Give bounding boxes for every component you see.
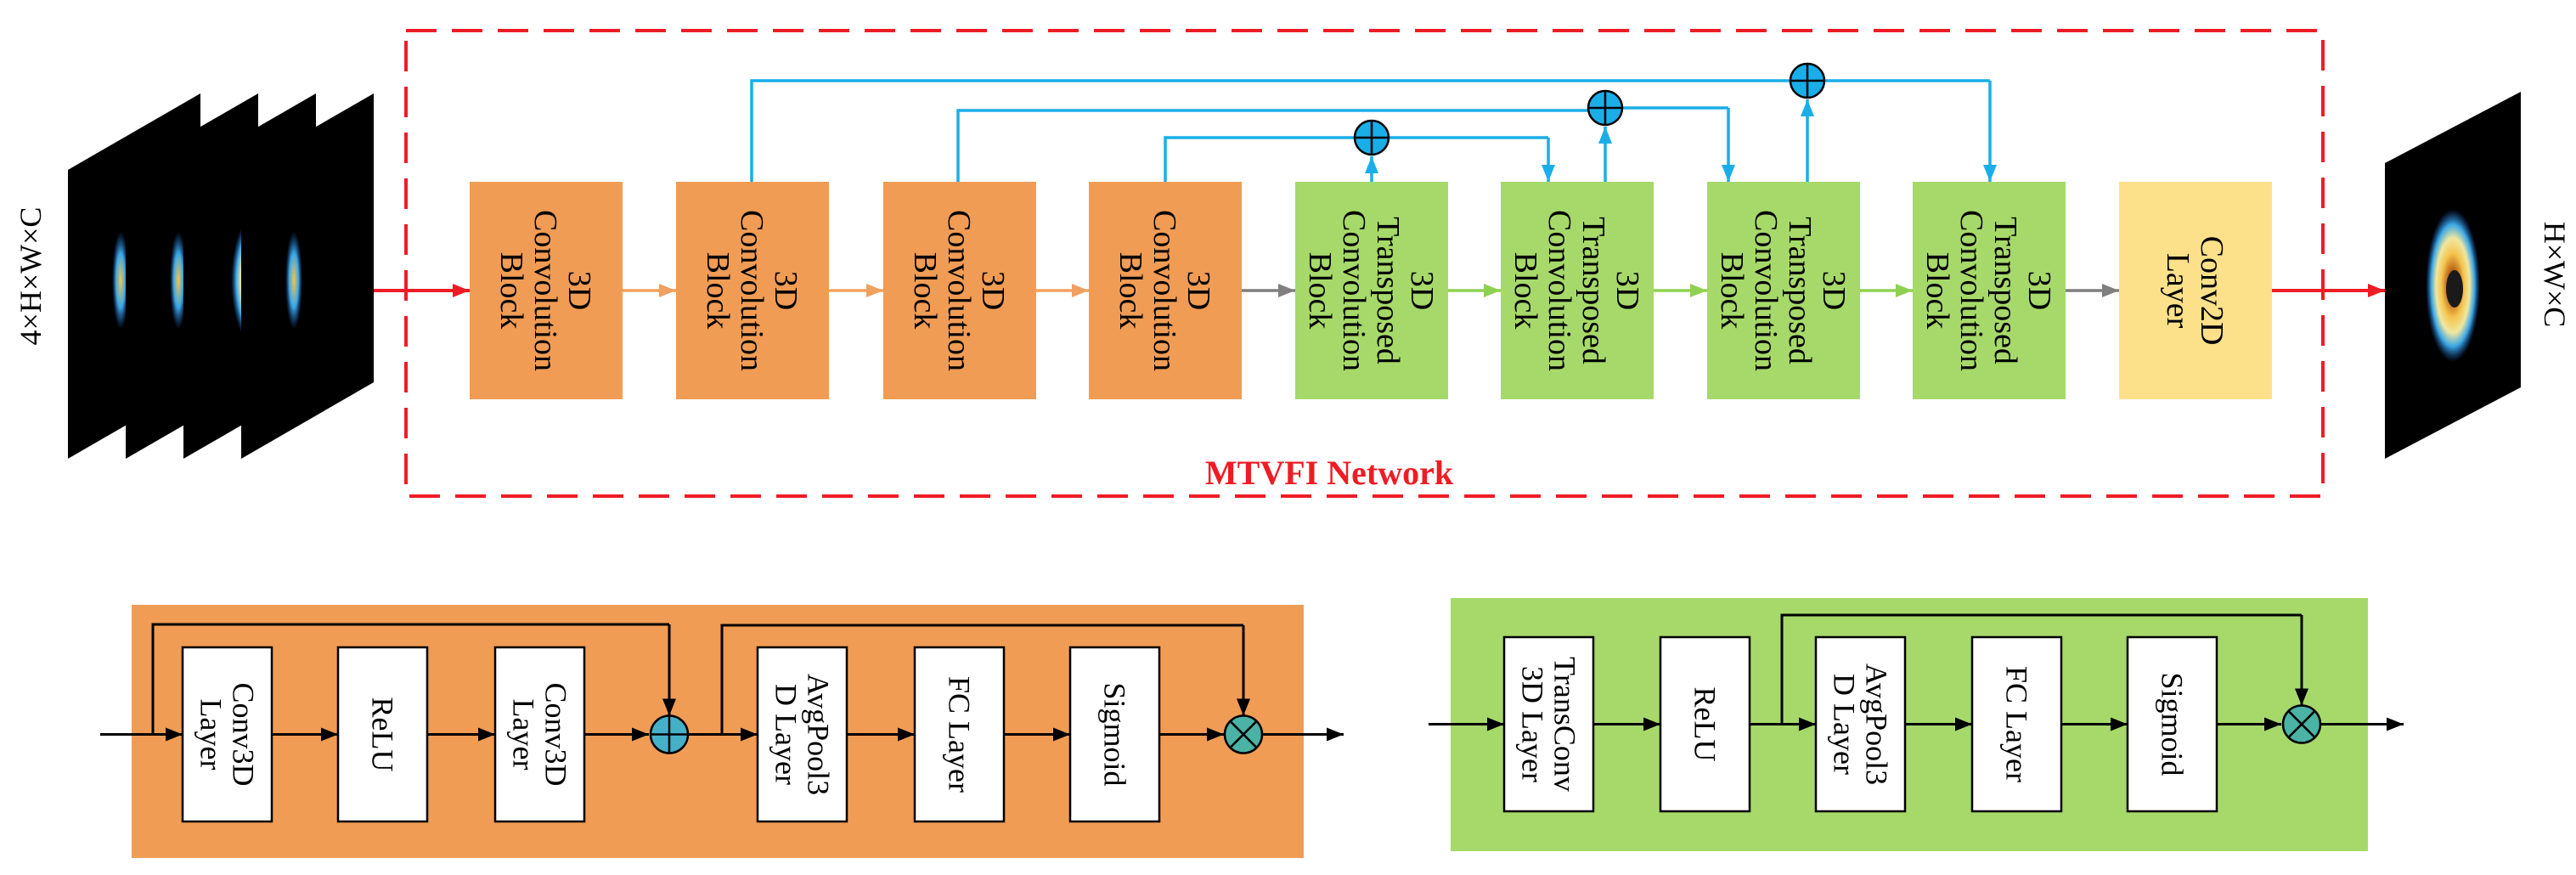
main-pipeline: 3DConvolutionBlock 3DConvolutionBlock 3DCo… bbox=[470, 182, 2272, 399]
detail-arrow bbox=[847, 727, 915, 742]
skip-up-arrow bbox=[1598, 127, 1612, 182]
conv4-block: 3DConvolutionBlock bbox=[1089, 182, 1242, 399]
input-frame bbox=[241, 93, 374, 459]
detail-arrow bbox=[584, 727, 649, 742]
conv3d-b-layer-box: Conv3DLayer bbox=[493, 646, 586, 823]
input-dimension-label: 4×H×W×C bbox=[14, 207, 48, 346]
detail-arrow bbox=[2061, 717, 2128, 731]
sigmoid-label: Sigmoid bbox=[1097, 682, 1131, 786]
conv1-block: 3DConvolutionBlock bbox=[470, 182, 623, 399]
fc-layer-box: FC Layer bbox=[1970, 635, 2063, 813]
skip-down-arrow bbox=[1983, 81, 1997, 182]
conv2-label: 3DConvolutionBlock bbox=[700, 210, 803, 371]
skip-sum-node bbox=[1587, 89, 1624, 127]
tconv1-label: 3DTransposedConvolutionBlock bbox=[1302, 210, 1440, 371]
pipeline-arrow bbox=[1242, 284, 1295, 297]
avgpool-layer-box: AvgPool3D Layer bbox=[1814, 635, 1907, 813]
sigmoid-layer-box: Sigmoid bbox=[1068, 646, 1161, 823]
tconv4-label: 3DTransposedConvolutionBlock bbox=[1919, 210, 2057, 371]
transposed-block-detail: TransConv3D Layer ReLU AvgPool3D Layer FC L… bbox=[1429, 613, 2404, 813]
input-frame-stack bbox=[68, 93, 374, 459]
pipeline-arrow bbox=[1654, 284, 1707, 297]
residual-sum-node bbox=[649, 714, 690, 754]
fc-layer-box: FC Layer bbox=[913, 646, 1006, 823]
main-pipeline-arrows bbox=[374, 284, 2385, 297]
avgpool-layer-box: AvgPool3D Layer bbox=[756, 646, 848, 823]
skip-up-arrow bbox=[1801, 99, 1814, 182]
detail-arrow bbox=[1004, 727, 1070, 742]
sigmoid-layer-box: Sigmoid bbox=[2126, 635, 2218, 813]
pipeline-arrow bbox=[1860, 284, 1913, 297]
transconv-label: TransConv3D Layer bbox=[1515, 657, 1581, 792]
conv1-label: 3DConvolutionBlock bbox=[493, 210, 597, 371]
detail-input-arrow bbox=[100, 727, 183, 742]
conv4-label: 3DConvolutionBlock bbox=[1113, 210, 1216, 371]
conv3d-a-layer-box: Conv3DLayer bbox=[181, 646, 273, 823]
sigmoid-label: Sigmoid bbox=[2155, 672, 2189, 776]
tconv3-block: 3DTransposedConvolutionBlock bbox=[1707, 182, 1860, 399]
output-dimension-label: H×W×C bbox=[2538, 222, 2572, 328]
relu-layer-box: ReLU bbox=[1659, 635, 1751, 813]
relu-label: ReLU bbox=[1688, 687, 1722, 762]
convolution-block-detail: Conv3DLayer ReLU Conv3DLayer AvgPool3D Laye… bbox=[100, 623, 1344, 823]
conv2-block: 3DConvolutionBlock bbox=[676, 182, 829, 399]
tconv2-label: 3DTransposedConvolutionBlock bbox=[1508, 210, 1645, 371]
conv3-block: 3DConvolutionBlock bbox=[883, 182, 1036, 399]
detail-arrow bbox=[1905, 717, 1972, 731]
tconv4-block: 3DTransposedConvolutionBlock bbox=[1913, 182, 2066, 399]
detail-arrow bbox=[427, 727, 495, 742]
detail-arrow bbox=[1593, 717, 1660, 731]
pipeline-arrow bbox=[2066, 284, 2119, 297]
pipeline-arrow bbox=[623, 284, 676, 297]
fc-label: FC Layer bbox=[942, 676, 976, 793]
output-frame bbox=[2385, 92, 2521, 459]
skip-down-arrow bbox=[1722, 108, 1735, 182]
attention-product-node bbox=[1223, 714, 1264, 754]
skip-down-arrow bbox=[1542, 138, 1555, 182]
transconv-layer-box: TransConv3D Layer bbox=[1502, 635, 1595, 813]
skip-sum-node bbox=[1353, 119, 1390, 156]
detail-arrow bbox=[1159, 727, 1224, 742]
skip-up-arrow bbox=[1365, 156, 1378, 182]
avgpool-label: AvgPool3D Layer bbox=[1827, 663, 1893, 785]
residual-arrow bbox=[662, 624, 676, 716]
tconv1-block: 3DTransposedConvolutionBlock bbox=[1295, 182, 1448, 399]
conv3-label: 3DConvolutionBlock bbox=[907, 210, 1011, 371]
detail-input-arrow bbox=[1429, 717, 1504, 731]
attention-skip-arrow bbox=[2295, 615, 2308, 706]
pipeline-arrow bbox=[1036, 284, 1089, 297]
pipeline-arrow bbox=[829, 284, 883, 297]
output-arrow bbox=[2272, 284, 2385, 297]
detail-arrow bbox=[2217, 717, 2281, 731]
detail-output-arrow bbox=[2320, 717, 2404, 731]
detail-output-arrow bbox=[1262, 727, 1344, 742]
pipeline-arrow bbox=[1448, 284, 1501, 297]
relu-layer-box: ReLU bbox=[336, 646, 429, 823]
skip-connections bbox=[750, 62, 1997, 182]
avgpool-label: AvgPool3D Layer bbox=[769, 674, 835, 795]
tconv3-label: 3DTransposedConvolutionBlock bbox=[1714, 210, 1852, 371]
relu-label: ReLU bbox=[365, 697, 399, 772]
tconv2-block: 3DTransposedConvolutionBlock bbox=[1501, 182, 1654, 399]
conv3d-b-label: Conv3DLayer bbox=[506, 682, 572, 786]
network-label: MTVFI Network bbox=[1205, 454, 1454, 492]
skip-sum-node bbox=[1789, 62, 1826, 99]
conv2d-label: Conv2DLayer bbox=[2160, 236, 2229, 346]
attention-product-node bbox=[2281, 704, 2322, 744]
detail-arrow bbox=[272, 727, 338, 742]
attention-skip-arrow bbox=[1237, 625, 1250, 716]
conv2d-block: Conv2DLayer bbox=[2119, 182, 2272, 399]
fc-label: FC Layer bbox=[1999, 666, 2033, 782]
input-arrow bbox=[374, 284, 470, 297]
conv3d-a-label: Conv3DLayer bbox=[194, 682, 260, 786]
